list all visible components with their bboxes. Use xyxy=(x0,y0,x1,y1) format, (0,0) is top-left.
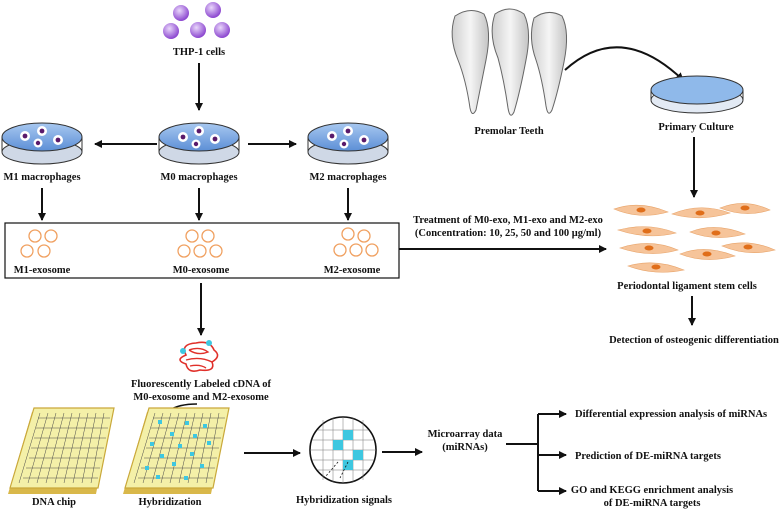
m0-exosome-icon xyxy=(177,229,223,258)
m1-exosome-label: M1-exosome xyxy=(14,265,71,276)
treatment-line2: (Concentration: 10, 25, 50 and 100 μg/ml… xyxy=(415,228,602,239)
thp1-label: THP-1 cells xyxy=(173,47,225,58)
cdna-icon xyxy=(179,340,219,372)
primary-culture-label: Primary Culture xyxy=(658,122,734,133)
thp1-cells-icon xyxy=(163,2,230,39)
hybridization-label: Hybridization xyxy=(138,497,201,508)
m2-exosome-icon xyxy=(333,227,379,257)
pdlsc-label: Periodontal ligament stem cells xyxy=(617,281,757,292)
m1-dish-icon xyxy=(1,122,83,165)
tooth-icon xyxy=(451,8,568,116)
magnifier-icon xyxy=(309,416,377,484)
m0-exosome-label: M0-exosome xyxy=(173,265,230,276)
microarray-line1: Microarray data xyxy=(428,429,503,440)
output-enrichment-line2: of DE-miRNA targets xyxy=(604,498,701,509)
microarray-line2: (miRNAs) xyxy=(442,442,488,453)
m0-macrophages-label: M0 macrophages xyxy=(160,172,237,183)
branch-connector xyxy=(506,414,539,491)
m1-exosome-icon xyxy=(20,229,58,258)
exosome-box xyxy=(4,222,400,279)
m1-macrophages-label: M1 macrophages xyxy=(3,172,80,183)
m2-macrophages-label: M2 macrophages xyxy=(309,172,386,183)
m0-dish-icon xyxy=(158,122,240,165)
osteogenic-label: Detection of osteogenic differentiation xyxy=(609,335,779,346)
stem-cells-icon xyxy=(613,203,776,273)
treatment-line1: Treatment of M0-exo, M1-exo and M2-exo xyxy=(413,215,603,226)
dna-chip-label: DNA chip xyxy=(32,497,76,508)
output-target-prediction: Prediction of DE-miRNA targets xyxy=(575,451,721,462)
output-enrichment-line1: GO and KEGG enrichment analysis xyxy=(571,485,733,496)
m2-exosome-label: M2-exosome xyxy=(324,265,381,276)
cdna-line1: Fluorescently Labeled cDNA of xyxy=(131,379,272,390)
cdna-line2: M0-exosome and M2-exosome xyxy=(133,392,269,403)
dna-chip-icon xyxy=(8,407,115,494)
arrow-teeth-to-culture xyxy=(564,46,684,81)
m2-dish-icon xyxy=(307,122,389,165)
primary-culture-dish-icon xyxy=(650,75,744,114)
hybridization-signals-label: Hybridization signals xyxy=(296,495,392,506)
premolar-teeth-label: Premolar Teeth xyxy=(474,126,543,137)
hybridization-chip-icon xyxy=(123,407,230,494)
output-de-analysis: Differential expression analysis of miRN… xyxy=(575,409,767,420)
